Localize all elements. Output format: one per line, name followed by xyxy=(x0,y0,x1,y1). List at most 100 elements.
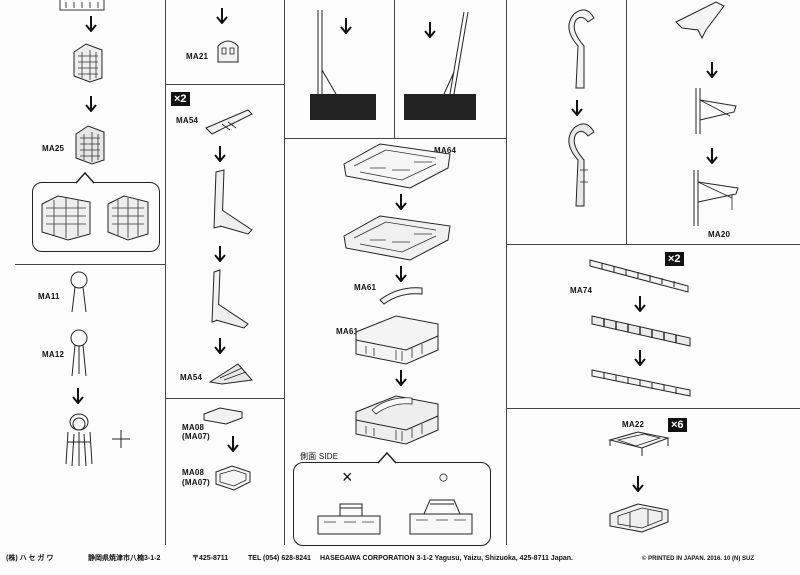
side-elevation-right xyxy=(409,499,473,535)
divider xyxy=(165,84,284,85)
arrow-down-icon xyxy=(340,18,352,34)
part-label-ma08: MA08 xyxy=(182,468,205,477)
cross-marker-icon xyxy=(112,430,130,448)
footer-postal: 〒425-8711 xyxy=(192,555,229,562)
rail-part xyxy=(591,369,691,397)
part-label-ma54: MA54 xyxy=(180,373,203,382)
arrow-down-icon xyxy=(706,62,718,78)
arrow-down-icon xyxy=(214,246,226,262)
divider xyxy=(506,0,507,545)
divider xyxy=(165,398,284,399)
arrow-down-icon xyxy=(214,146,226,162)
hook-part xyxy=(568,9,595,89)
arrow-down-icon xyxy=(395,266,407,282)
deck-part xyxy=(343,215,451,261)
arrow-down-icon xyxy=(72,388,84,404)
footer-company-en: HASEGAWA CORPORATION 3-1-2 Yagusu, Yaizu… xyxy=(320,555,573,562)
part-label-ma07: (MA07) xyxy=(182,478,210,487)
divider xyxy=(626,0,627,244)
frame-rack-part xyxy=(609,503,669,533)
footer-address-jp: 静岡県焼津市八楠3-1-2 xyxy=(88,555,161,562)
arrow-down-icon xyxy=(706,148,718,164)
quantity-badge: ×2 xyxy=(171,92,190,106)
arrow-down-icon xyxy=(634,350,646,366)
part-label-ma74: MA74 xyxy=(570,286,593,295)
frame-assembly-part xyxy=(73,43,103,83)
detail-view-part xyxy=(41,195,91,241)
mast-part xyxy=(443,12,469,95)
divider xyxy=(506,408,800,409)
mast-part xyxy=(317,10,337,95)
rail-part xyxy=(591,315,691,347)
wire-loop-part xyxy=(70,271,88,313)
divider xyxy=(165,0,166,545)
footer-printed: © PRINTED IN JAPAN. 2016. 10 (N) SUZ xyxy=(642,556,755,562)
hull-section xyxy=(404,94,476,120)
detail-bubble xyxy=(32,182,160,252)
arrow-down-icon xyxy=(632,476,644,492)
arrow-down-icon xyxy=(216,8,228,24)
arrow-down-icon xyxy=(214,338,226,354)
arrow-down-icon xyxy=(395,370,407,386)
curved-wall-part xyxy=(379,287,423,305)
superstructure-part xyxy=(355,395,439,445)
wedge-part xyxy=(208,363,253,385)
arrow-down-icon xyxy=(571,100,583,116)
part-label-ma22: MA22 xyxy=(622,420,645,429)
divider xyxy=(15,264,165,265)
quantity-badge: ×6 xyxy=(668,418,687,432)
part-label-ma61: MA61 xyxy=(354,283,377,292)
quantity-badge: ×2 xyxy=(665,252,684,266)
arrow-down-icon xyxy=(424,22,436,38)
divider xyxy=(284,0,285,545)
bubble-pointer xyxy=(378,452,396,464)
wire-loop-assembly xyxy=(65,413,93,467)
part-label-ma07: (MA07) xyxy=(182,432,210,441)
arrow-down-icon xyxy=(395,194,407,210)
bracket-part xyxy=(213,169,253,235)
tray-part xyxy=(215,465,251,491)
divider xyxy=(506,244,800,245)
wrong-mark-icon: × xyxy=(342,467,353,487)
cabin-part xyxy=(217,40,239,63)
part-label-ma08: MA08 xyxy=(182,423,205,432)
part-label-ma61: MA61 xyxy=(336,327,359,336)
hook-part xyxy=(568,123,595,207)
bracket-part xyxy=(205,109,253,135)
hull-section xyxy=(310,94,376,120)
deck-part xyxy=(343,143,451,189)
divider xyxy=(394,0,395,138)
frame-assembly-part xyxy=(75,125,105,165)
footer-tel: TEL (054) 628-8241 xyxy=(248,555,311,562)
plate-part xyxy=(203,407,243,425)
crane-arm-part xyxy=(693,170,739,226)
footer: (株) ハ セ ガ ワ 静岡県焼津市八楠3-1-2 〒425-8711 TEL … xyxy=(0,551,800,567)
part-label-ma20: MA20 xyxy=(708,230,731,239)
superstructure-part xyxy=(355,315,439,365)
arrow-down-icon xyxy=(227,436,239,452)
arrow-down-icon xyxy=(85,96,97,112)
arrow-down-icon xyxy=(85,16,97,32)
footer-company-jp: (株) ハ セ ガ ワ xyxy=(6,555,54,562)
divider xyxy=(284,138,506,139)
detail-view-part xyxy=(107,195,149,241)
side-elevation-wrong xyxy=(317,503,381,535)
crane-arm-part xyxy=(695,88,737,134)
part-label-ma11: MA11 xyxy=(38,292,60,301)
correct-mark-icon: ○ xyxy=(438,467,450,487)
rail-part xyxy=(589,259,689,293)
arrow-down-icon xyxy=(634,296,646,312)
bubble-pointer xyxy=(76,172,94,184)
frame-rack-part xyxy=(608,431,670,456)
part-label-ma54: MA54 xyxy=(176,116,199,125)
frame-assembly-part xyxy=(59,0,105,11)
bracket-part xyxy=(211,269,249,329)
part-label-ma25: MA25 xyxy=(42,144,65,153)
part-label-ma12: MA12 xyxy=(42,350,65,359)
side-view-label: 側面 SIDE xyxy=(300,452,339,461)
part-label-ma21: MA21 xyxy=(186,52,209,61)
wire-loop-part xyxy=(70,329,88,377)
part-label-ma64: MA64 xyxy=(434,146,457,155)
crane-arm-part xyxy=(675,1,725,40)
